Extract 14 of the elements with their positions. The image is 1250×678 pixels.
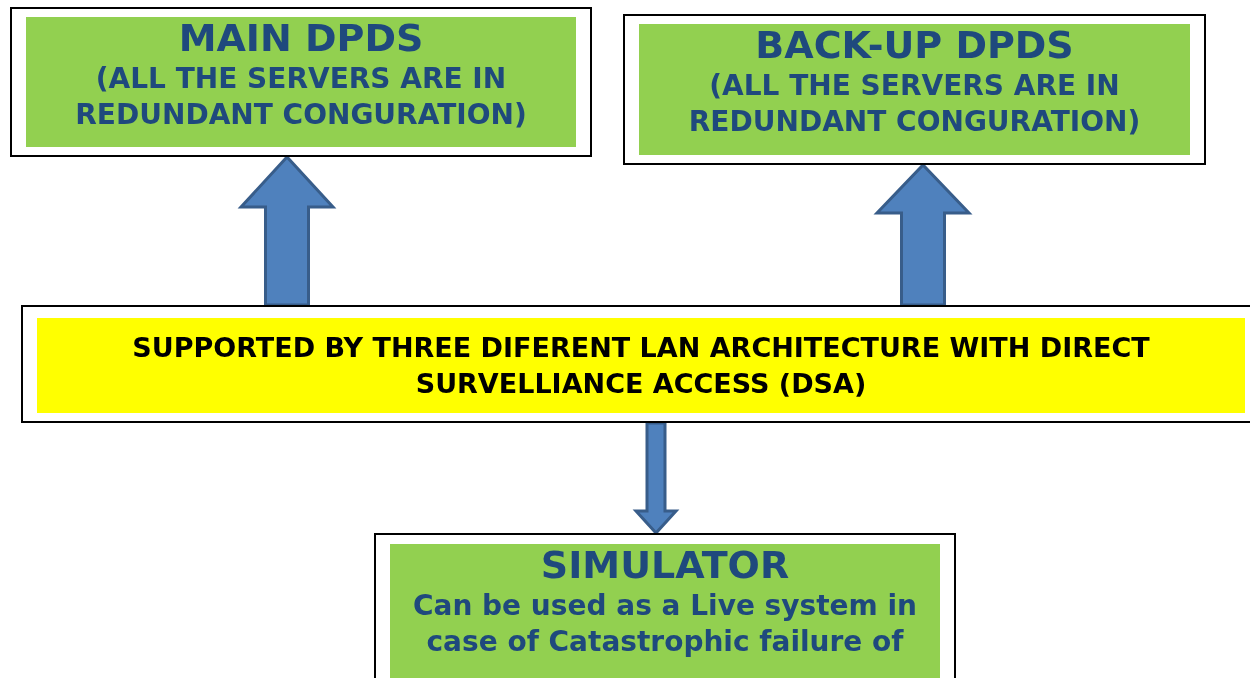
- box-title: BACK-UP DPDS: [755, 24, 1074, 68]
- process-box: [623, 14, 1206, 165]
- process-box: [10, 7, 592, 157]
- box-text: (ALL THE SERVERS ARE IN REDUNDANT CONGURATION): [74, 60, 528, 134]
- box-title: SIMULATOR: [540, 544, 790, 588]
- box-text: (ALL THE SERVERS ARE IN REDUNDANT CONGURATION): [687, 67, 1142, 141]
- process-box: [21, 305, 1250, 423]
- block-arrow: [632, 421, 680, 536]
- block-arrow: [873, 162, 973, 307]
- process-box: [374, 533, 956, 678]
- box-title: MAIN DPDS: [178, 17, 424, 61]
- block-arrow: [237, 154, 337, 307]
- box-text: SUPPORTED BY THREE DIFERENT LAN ARCHITECTURE WITH DIRECT SURVELLIANCE ACCESS (DSA): [131, 331, 1151, 401]
- box-text: Can be used as a Live system in case of Catastrophic failure of: [411, 587, 919, 661]
